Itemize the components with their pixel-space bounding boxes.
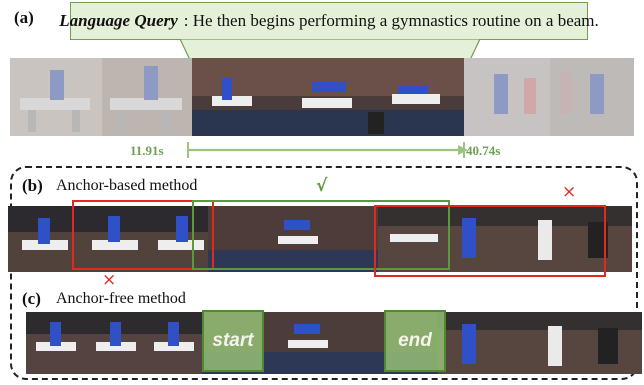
frame-a-1 bbox=[10, 58, 102, 136]
frame-b-2 bbox=[208, 206, 378, 272]
frame-c-1 bbox=[26, 312, 202, 374]
wrong-mark-left: × bbox=[102, 270, 117, 290]
wrong-mark-right: × bbox=[562, 182, 577, 202]
language-query-box: Language Query : He then begins performi… bbox=[59, 2, 599, 40]
frame-a-highlight bbox=[192, 58, 464, 136]
end-time-label: 40.74s bbox=[466, 143, 501, 158]
panel-c-label: (c) bbox=[22, 289, 41, 308]
query-colon: : bbox=[183, 11, 189, 30]
video-strip-c bbox=[26, 312, 642, 374]
video-strip-b bbox=[8, 206, 632, 272]
start-boundary-tag: start bbox=[202, 310, 264, 372]
frame-b-1 bbox=[8, 206, 208, 272]
anchor-box-wrong-right bbox=[374, 205, 606, 277]
frame-a-2 bbox=[102, 58, 192, 136]
anchor-box-wrong-left bbox=[72, 200, 214, 270]
correct-mark: √ bbox=[316, 176, 328, 196]
anchor-based-title: Anchor-based method bbox=[56, 177, 198, 194]
query-key-label: Language Query bbox=[59, 11, 178, 30]
panel-b-label: (b) bbox=[22, 176, 43, 195]
anchor-box-correct bbox=[192, 200, 450, 270]
time-span-arrow bbox=[187, 142, 468, 158]
video-strip-a bbox=[10, 58, 634, 136]
anchor-free-title: Anchor-free method bbox=[56, 290, 186, 307]
frame-c-3 bbox=[438, 312, 642, 374]
frame-a-4 bbox=[550, 58, 634, 136]
panel-a-label: (a) bbox=[14, 8, 34, 27]
frame-a-3 bbox=[464, 58, 550, 136]
frame-b-3 bbox=[378, 206, 632, 272]
query-text: He then begins performing a gymnastics r… bbox=[192, 11, 599, 30]
comparison-dashed-box bbox=[10, 166, 638, 380]
end-boundary-tag: end bbox=[384, 310, 446, 372]
start-time-label: 11.91s bbox=[130, 143, 164, 158]
